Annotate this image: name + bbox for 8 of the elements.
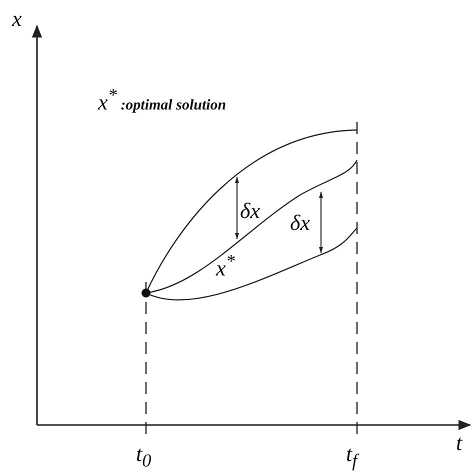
axis-label: x [12,8,22,30]
curve-label: x$^{*}$ [216,252,235,280]
tick-label: t$_{f}$ [346,443,358,470]
axis-label: t [456,432,462,454]
tick-label: t$_{0}$ [136,443,152,470]
legend-note: x$^{*}$ :optimal solution [98,86,226,114]
variation-label: δx [290,212,310,234]
variation-label: δx [240,200,260,222]
